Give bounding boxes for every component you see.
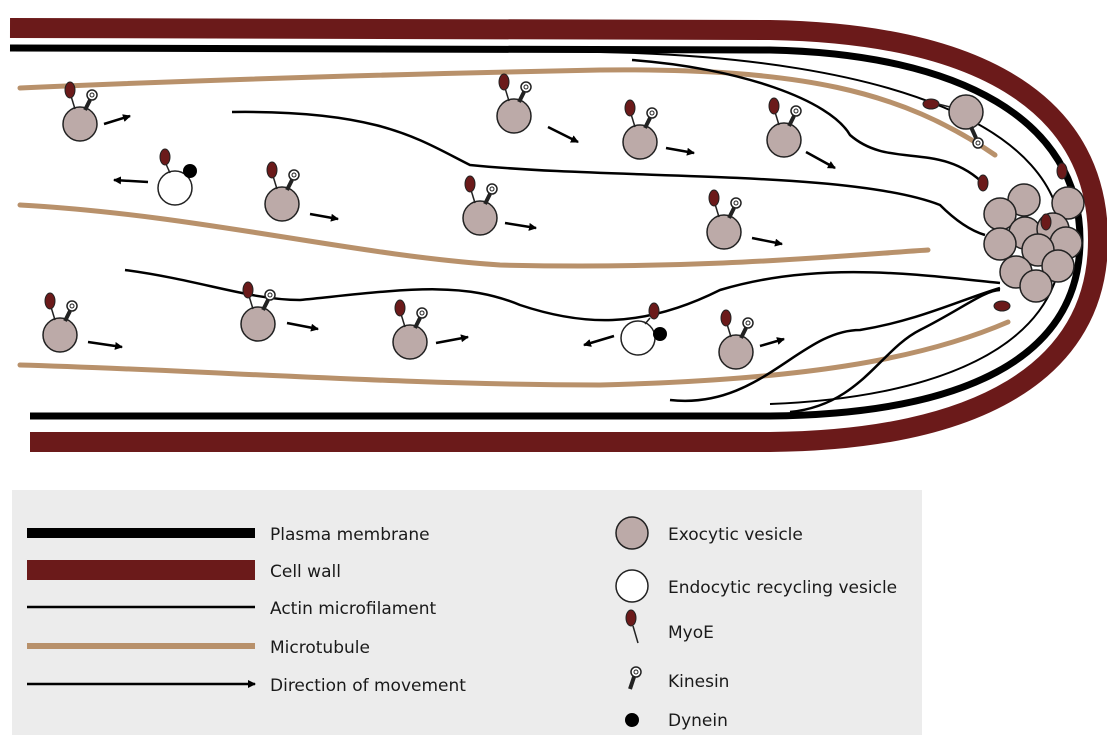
direction-arrow [752,238,782,244]
exocytic-vesicle-with-motors [623,100,657,159]
legend-label-cell-wall: Cell wall [270,562,341,582]
direction-arrow [666,148,694,153]
exocytic-vesicle-with-motors [265,162,299,221]
exocytic-vesicle-with-motors [767,98,801,157]
direction-arrow [88,342,122,347]
legend-swatch-endocytic-vesicle [616,570,648,602]
exocytic-vesicle-with-motors [707,190,741,249]
exocytic-vesicle-with-motors [241,282,275,341]
exocytic-vesicle-with-motors [63,82,97,141]
legend-swatch-dynein [625,713,639,727]
legend-label-direction: Direction of movement [270,676,466,696]
legend-swatch-exocytic-vesicle [616,517,648,549]
plasma-membrane [10,48,1080,416]
endocytic-vesicle-with-motors [158,149,197,205]
legend-label-endocytic: Endocytic recycling vesicle [668,578,897,598]
direction-arrow [760,339,784,346]
direction-arrow [310,214,338,219]
direction-arrow [104,116,130,124]
direction-arrow [505,223,536,228]
direction-arrow [287,323,318,329]
legend-label-exocytic: Exocytic vesicle [668,525,803,545]
exocytic-vesicle-with-motors [463,176,497,235]
direction-arrow [584,336,614,345]
legend-label-plasma-membrane: Plasma membrane [270,525,430,545]
legend-label-myoe: MyoE [668,623,714,643]
exocytic-vesicle-with-motors [719,310,753,369]
direction-arrow [806,152,835,168]
direction-arrow [548,127,578,142]
legend-label-kinesin: Kinesin [668,672,729,692]
direction-arrow [436,337,468,343]
legend-label-actin: Actin microfilament [270,599,437,619]
endocytic-vesicle-with-motors [621,303,667,355]
microtubule [20,322,1008,385]
exocytic-vesicle-with-motors [43,293,77,352]
legend-label-microtubule: Microtubule [270,638,370,658]
legend-label-dynein: Dynein [668,711,728,731]
exocytic-vesicle-with-motors [393,300,427,359]
actin-microfilaments [125,60,1000,412]
cell-wall [10,28,1098,442]
actin-microfilament [790,290,1000,412]
direction-arrow [114,180,148,182]
actin-microfilament [632,60,985,185]
exocytic-vesicle-with-motors [497,74,531,133]
actin-microfilament [232,112,985,235]
